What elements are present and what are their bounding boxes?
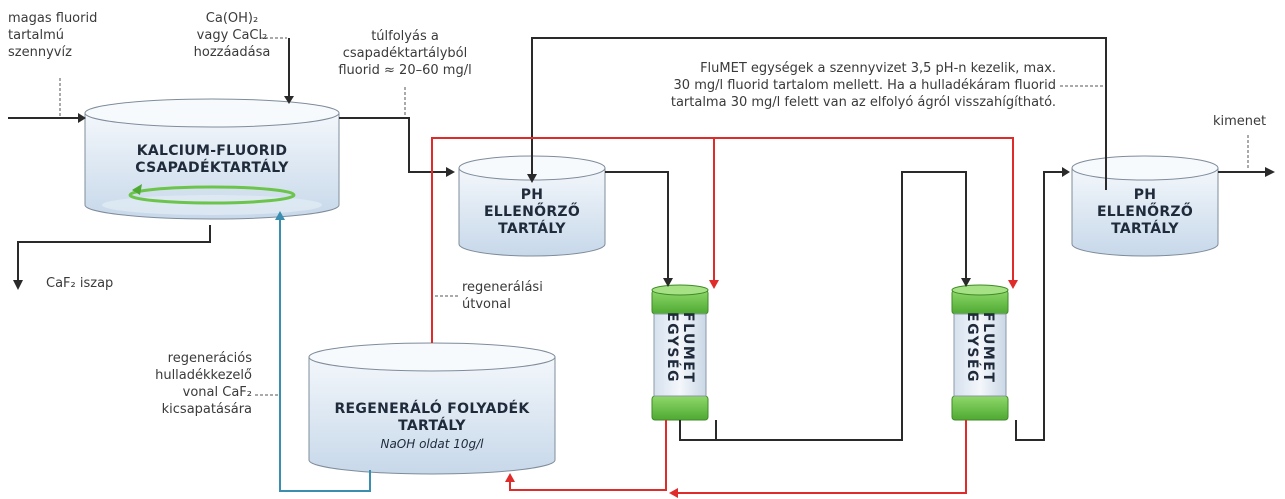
waste-line [279,218,371,492]
tank-label-line: TARTÁLY [1111,221,1179,237]
flumet-note-line: tartalma 30 mg/l felett van az elfolyó á… [670,95,1056,110]
column2-to-ph2-line [1015,171,1062,441]
overflow-label: túlfolyás a csapadéktartályból fluorid ≈… [322,28,488,79]
recirculation-line [531,37,1107,190]
waste-route-label: regenerációs hulladékkezelő vonal CaF₂ k… [120,350,252,418]
ph-tank-2 [1071,155,1219,257]
tank-label-line: ELLENŐRZŐ [483,204,581,220]
regeneration-tank [308,342,556,475]
dosing-label-line: vagy CaCl₂ [196,28,268,43]
arrow-icon [446,167,455,177]
flumet-note-line: 30 mg/l fluorid tartalom mellett. Ha a h… [673,78,1056,93]
regeneration-supply-line [431,137,1014,343]
sludge-label: CaF₂ iszap [46,276,114,291]
sludge-line [17,225,211,280]
regeneration-route-label-line: regenerálási [462,280,543,295]
tank-label-line: KALCIUM-FLUORID [136,143,288,159]
arrow-icon [961,278,971,287]
arrow-icon [275,211,285,220]
regeneration-return-line-2 [678,420,967,494]
annotation-leaders [59,37,1249,396]
arrow-icon [505,473,515,482]
arrow-icon [527,174,537,183]
arrow-icon [669,488,678,498]
tank-label-line: TARTÁLY [498,221,566,237]
regeneration-lines [431,137,1014,494]
flumet-column-2-body [953,313,1007,397]
flumet-column-2-label: FLUMET EGYSÉG [964,312,996,384]
flumet-note: FluMET egységek a szennyvizet 3,5 pH-n k… [580,60,1056,111]
arrow-icon [663,278,673,287]
flumet-column-1-label: FLUMET EGYSÉG [664,312,696,384]
ph-tank-1-label: PH ELLENŐRZŐ TARTÁLY [470,187,594,238]
flumet-note-line: FluMET egységek a szennyvizet 3,5 pH-n k… [700,61,1056,76]
overflow-label-line: fluorid ≈ 20–60 mg/l [338,63,472,78]
regeneration-arrows [505,280,1018,498]
precipitation-tank-label: KALCIUM-FLUORID CSAPADÉKTARTÁLY [100,143,324,177]
arrow-icon [284,96,294,104]
flumet-column-1-body [653,313,707,397]
ph1-to-column1-line [605,171,669,278]
tank-label-line: REGENERÁLÓ FOLYADÉK [334,401,530,417]
dosing-label: Ca(OH)₂ vagy CaCl₂ hozzáadása [182,10,282,61]
tank-label-line: PH [1133,187,1157,203]
tank-label-line: ELLENŐRZŐ [1096,204,1194,220]
overflow-line [339,117,446,173]
arrow-icon [1062,167,1070,177]
inflow-label-line: szennyvíz [8,45,72,60]
regeneration-route-label: regenerálási útvonal [462,279,543,313]
arrow-icon [1265,167,1275,177]
precipitation-tank [84,98,340,220]
output-label: kimenet [1213,114,1267,129]
inflow-label-line: magas fluorid [8,11,98,26]
tank-label-line: CSAPADÉKTARTÁLY [135,160,289,176]
column1-to-column2-line [715,171,967,441]
process-arrows [13,96,1275,290]
mixer-arrow-icon [128,184,296,205]
regeneration-tank-label: REGENERÁLÓ FOLYADÉK TARTÁLY NaOH oldat 1… [314,401,550,453]
dosing-label-line: Ca(OH)₂ [205,11,259,26]
overflow-label-line: csapadéktartályból [342,46,468,61]
inflow-label: magas fluorid tartalmú szennyvíz [8,10,97,61]
tank-sublabel: NaOH oldat 10g/l [380,437,484,451]
dosing-label-line: hozzáadása [193,45,271,60]
arrow-icon [13,280,23,290]
ph-tank-2-label: PH ELLENŐRZŐ TARTÁLY [1083,187,1207,238]
process-lines [8,37,1265,441]
regeneration-route-label-line: útvonal [462,297,511,312]
arrow-icon [1008,280,1018,289]
regeneration-return-line-1 [509,420,667,491]
arrow-icon [78,113,86,123]
waste-route-label-line: kicsapatására [161,402,252,417]
waste-route-label-line: hulladékkezelő [155,368,252,383]
tank-label-line: TARTÁLY [398,418,466,434]
tank-label-line: PH [520,187,544,203]
overflow-label-line: túlfolyás a [371,29,439,44]
waste-route-label-line: regenerációs [167,351,252,366]
waste-route-label-line: vonal CaF₂ [182,385,252,400]
inflow-label-line: tartalmú [8,28,64,43]
arrow-icon [709,280,719,289]
